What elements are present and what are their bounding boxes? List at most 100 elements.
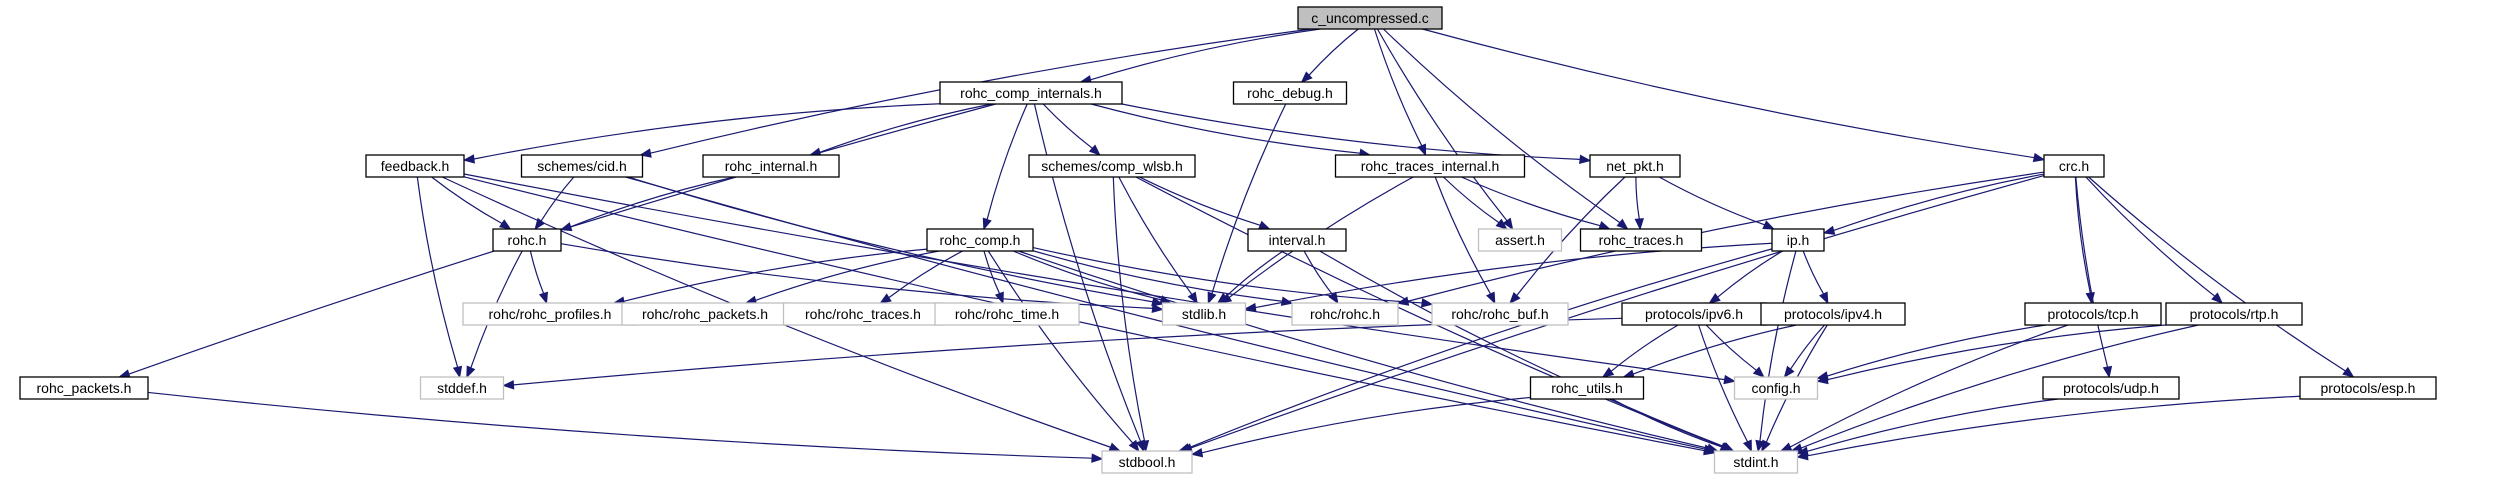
edge-line — [463, 173, 1725, 381]
edge-line — [128, 103, 996, 375]
edge-arrowhead — [2342, 366, 2355, 378]
edge-ip-h-to-stdbool-h — [1177, 248, 1773, 453]
edge-c-uncompressed-c-to-assert-h — [1376, 28, 1514, 231]
node-label: rohc_debug.h — [1247, 85, 1333, 101]
edge-feedback-h-to-rohc-h — [431, 176, 512, 230]
edge-line — [1032, 246, 1423, 304]
node-rohc-h[interactable]: rohc.h — [492, 228, 562, 252]
node-rohc-utils-h[interactable]: rohc_utils.h — [1529, 376, 1645, 400]
edge-protocols-ipv6-h-to-stdint-h — [1698, 324, 1752, 453]
node-schemes-cid-h[interactable]: schemes/cid.h — [520, 154, 644, 178]
edge-net-pkt-h-to-rohc-traces-h — [1634, 176, 1644, 231]
edge-line — [560, 243, 1153, 309]
edge-arrowhead — [1509, 292, 1521, 304]
node-net-pkt-h[interactable]: net_pkt.h — [1589, 154, 1681, 178]
node-rohc-comp-h[interactable]: rohc_comp.h — [926, 228, 1034, 252]
node-box — [2165, 302, 2303, 326]
edge-arrowhead — [1207, 291, 1217, 305]
node-box — [2042, 376, 2180, 400]
edge-line — [463, 176, 1705, 452]
node-box — [1334, 154, 1526, 178]
edge-arrowhead — [1300, 71, 1313, 83]
node-ip-h[interactable]: ip.h — [1771, 228, 1825, 252]
edge-schemes-cid-h-to-rohc-h — [534, 176, 575, 231]
edge-line — [1373, 28, 1423, 147]
node-rohc-comp-internals-h[interactable]: rohc_comp_internals.h — [939, 81, 1123, 105]
edge-line — [1376, 28, 1508, 222]
edge-arrowhead — [1216, 292, 1229, 304]
edge-line — [1833, 173, 2045, 232]
node-crc-h[interactable]: crc.h — [2043, 154, 2105, 178]
edge-rohc-comp-h-to-stdlib-h — [1013, 250, 1172, 305]
node-label: stdlib.h — [1182, 306, 1226, 322]
node-config-h: config.h — [1733, 376, 1819, 400]
node-label: rohc/rohc_profiles.h — [489, 306, 612, 322]
node-rohc-packets-h[interactable]: rohc_packets.h — [19, 376, 149, 400]
node-box — [365, 154, 465, 178]
edge-line — [1308, 28, 1359, 76]
node-protocols-ipv6-h[interactable]: protocols/ipv6.h — [1621, 302, 1767, 326]
edge-rohc-packets-h-to-stdbool-h — [147, 391, 1104, 463]
edge-line — [755, 250, 940, 301]
edge-rohc-comp-internals-h-to-feedback-h — [462, 103, 941, 164]
edge-arrowhead — [534, 217, 546, 231]
node-schemes-comp-wlsb-h[interactable]: schemes/comp_wlsb.h — [1028, 154, 1196, 178]
node-label: crc.h — [2059, 158, 2089, 174]
edge-arrowhead — [982, 217, 992, 231]
node-label: rohc/rohc.h — [1310, 306, 1380, 322]
node-label: rohc_comp.h — [940, 232, 1021, 248]
edge-rohc-comp-internals-h-to-rohc-traces-internal-h — [1090, 103, 1372, 158]
edge-rohc-traces-internal-h-to-rohc-traces-h — [1461, 176, 1611, 230]
edge-arrowhead — [1151, 303, 1164, 314]
node-box — [939, 81, 1123, 105]
edge-line — [1658, 176, 1765, 226]
node-box — [1771, 228, 1825, 252]
edge-rohc-h-to-stdlib-h — [560, 243, 1164, 314]
node-label: c_uncompressed.c — [1311, 10, 1429, 26]
edge-protocols-tcp-h-to-stdint-h — [1779, 324, 2069, 452]
edge-rohc-comp-h-to-rohc-rohc-time-h — [983, 250, 1004, 305]
edge-line — [1635, 176, 1640, 220]
edge-rohc-traces-internal-h-to-rohc-rohc-buf-h — [1434, 176, 1496, 305]
node-box — [934, 302, 1080, 326]
edge-arrowhead — [1779, 442, 1793, 452]
node-stdlib-h: stdlib.h — [1161, 302, 1247, 326]
node-box — [1733, 376, 1819, 400]
node-feedback-h[interactable]: feedback.h — [365, 154, 465, 178]
node-box — [1101, 450, 1193, 474]
edge-arrowhead — [466, 365, 476, 379]
edge-arrowhead — [639, 148, 652, 158]
edge-arrowhead — [1634, 218, 1644, 231]
node-label: rohc_internal.h — [725, 158, 818, 174]
edge-arrowhead — [1761, 439, 1771, 453]
edge-schemes-comp-wlsb-h-to-interval-h — [1139, 176, 1271, 230]
edge-c-uncompressed-c-to-rohc-traces-h — [1383, 28, 1629, 230]
node-protocols-udp-h[interactable]: protocols/udp.h — [2042, 376, 2180, 400]
node-rohc-internal-h[interactable]: rohc_internal.h — [702, 154, 840, 178]
node-box — [1713, 450, 1799, 474]
edge-line — [1610, 324, 1679, 372]
node-protocols-rtp-h[interactable]: protocols/rtp.h — [2165, 302, 2303, 326]
edge-arrowhead — [1187, 291, 1198, 305]
edge-line — [1225, 250, 1284, 298]
edge-line — [513, 317, 1623, 386]
node-protocols-ipv4-h[interactable]: protocols/ipv4.h — [1760, 302, 1906, 326]
node-rohc-traces-h[interactable]: rohc_traces.h — [1579, 228, 1703, 252]
edge-arrowhead — [1190, 448, 1204, 458]
node-c-uncompressed-c[interactable]: c_uncompressed.c — [1297, 6, 1443, 30]
node-protocols-esp-h[interactable]: protocols/esp.h — [2299, 376, 2437, 400]
node-rohc-debug-h[interactable]: rohc_debug.h — [1232, 81, 1348, 105]
edge-line — [1188, 248, 1773, 449]
node-interval-h[interactable]: interval.h — [1247, 228, 1347, 252]
edge-arrowhead — [1139, 440, 1150, 453]
edge-line — [1139, 176, 1261, 226]
node-rohc-traces-internal-h[interactable]: rohc_traces_internal.h — [1334, 154, 1526, 178]
edge-arrowhead — [1616, 218, 1629, 230]
edge-arrowhead — [1420, 298, 1434, 308]
edge-schemes-comp-wlsb-h-to-stdlib-h — [1118, 176, 1198, 305]
node-label: rohc_utils.h — [1551, 380, 1623, 396]
node-label: rohc.h — [508, 232, 547, 248]
node-stdint-h: stdint.h — [1713, 450, 1799, 474]
node-protocols-tcp-h[interactable]: protocols/tcp.h — [2024, 302, 2162, 326]
